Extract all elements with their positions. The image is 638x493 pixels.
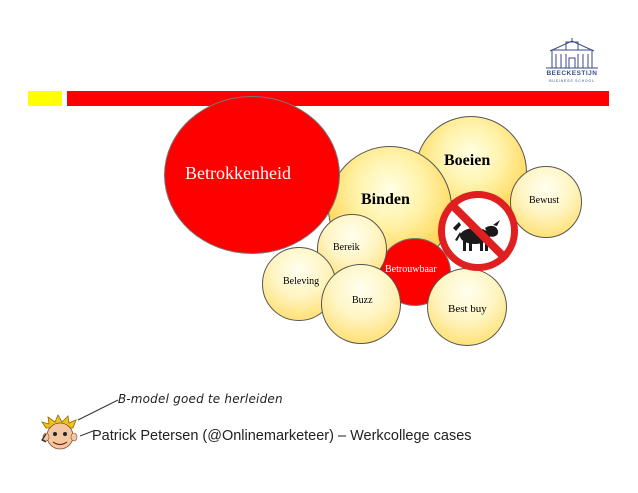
accent-bar-red <box>67 91 609 106</box>
building-icon <box>546 38 598 69</box>
bubble-label: Boeien <box>444 152 491 169</box>
cartoon-avatar-icon <box>41 414 78 450</box>
school-logo: BEECKESTIJN BUSINESS SCHOOL <box>536 38 608 94</box>
footer-line <box>80 430 94 437</box>
bubble-label: Betrouwbaar <box>385 264 437 275</box>
logo-name: BEECKESTIJN <box>546 70 598 77</box>
bubble-label: Bereik <box>333 242 360 253</box>
bubble-best-buy: Best buy <box>427 268 507 346</box>
accent-bar-yellow <box>28 91 62 106</box>
bubble-label: Bewust <box>529 195 559 206</box>
bubble-bewust: Bewust <box>510 166 582 238</box>
logo-subtitle: BUSINESS SCHOOL <box>549 79 595 83</box>
footer-credit: Patrick Petersen (@Onlinemarketeer) – We… <box>92 428 472 444</box>
bubble-label: Binden <box>361 191 410 208</box>
bubble-buzz: Buzz <box>321 264 401 344</box>
bubble-label: Betrokkenheid <box>185 163 291 183</box>
bubble-label: Beleving <box>283 276 320 287</box>
slide-subtitle: B-model goed te herleiden <box>118 392 283 406</box>
pointer-line <box>77 399 119 421</box>
bubble-betrokkenheid: Betrokkenheid <box>164 96 340 254</box>
bubble-label: Best buy <box>448 303 487 315</box>
bubble-label: Buzz <box>352 295 373 306</box>
